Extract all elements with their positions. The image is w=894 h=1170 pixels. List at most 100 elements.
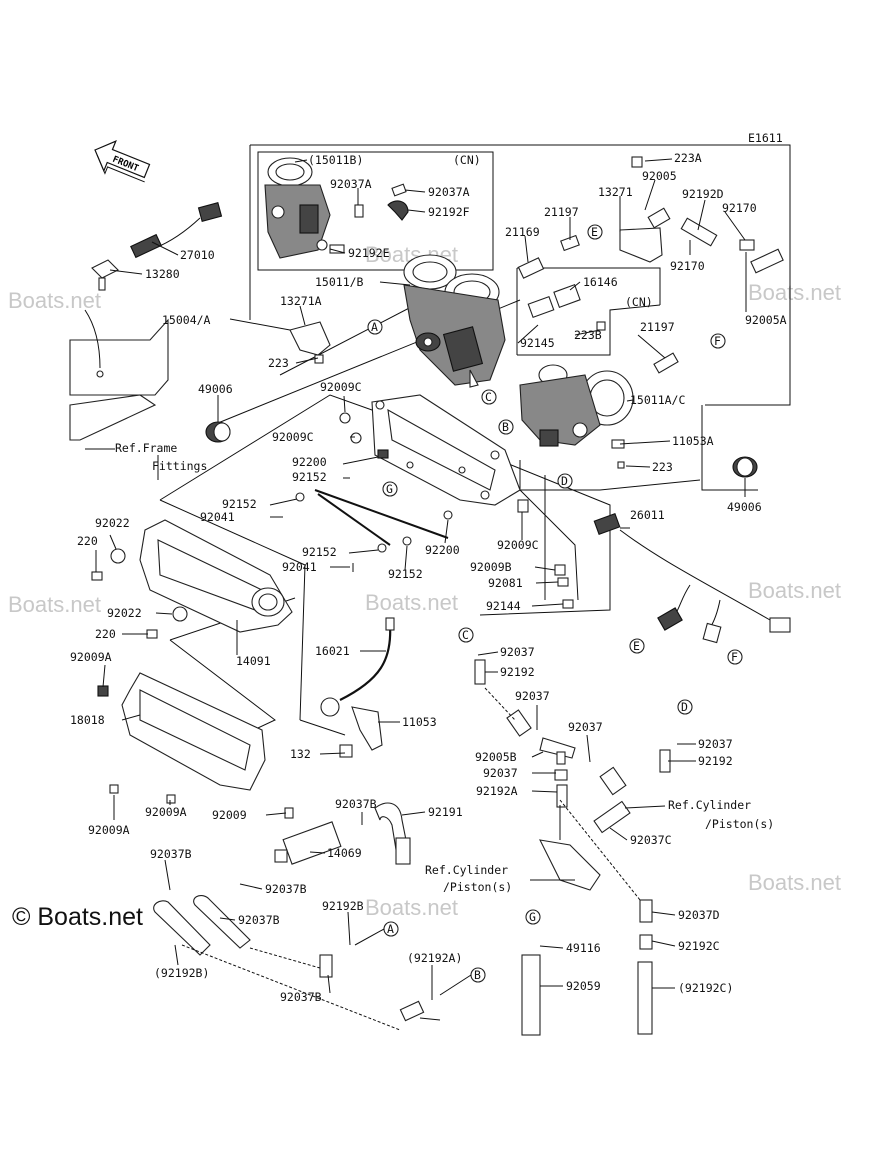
heat-shield-18018 bbox=[121, 672, 266, 791]
watermark: Boats.net bbox=[748, 578, 841, 603]
part-label: 92037 bbox=[483, 766, 518, 780]
part-label: 92081 bbox=[488, 576, 523, 590]
callout-f: F bbox=[731, 650, 738, 664]
part-label: 15011A/C bbox=[630, 393, 685, 407]
part-label: 92152 bbox=[388, 567, 423, 581]
part-label: 92009 bbox=[212, 808, 247, 822]
part-label: 92037A bbox=[330, 177, 372, 191]
part-label: 21197 bbox=[640, 320, 675, 334]
part-label: 49116 bbox=[566, 941, 601, 955]
diagram-code: E1611 bbox=[748, 131, 783, 145]
part-label: 92009A bbox=[70, 650, 112, 664]
part-label: 92192C bbox=[678, 939, 720, 953]
callout-a: A bbox=[387, 922, 394, 936]
harness-27010 bbox=[69, 201, 223, 441]
callout-a: A bbox=[371, 320, 378, 334]
part-label: Ref.Cylinder bbox=[425, 863, 508, 877]
intake-cover bbox=[371, 394, 521, 506]
part-label: 92037 bbox=[500, 645, 535, 659]
part-label: 92037 bbox=[698, 737, 733, 751]
part-label: (92192A) bbox=[407, 951, 462, 965]
part-label: 92037B bbox=[150, 847, 192, 861]
part-label: 16021 bbox=[315, 644, 350, 658]
part-label: 26011 bbox=[630, 508, 665, 522]
callout-circles: A B C D E F G E F C D G A B bbox=[367, 224, 743, 983]
callout-e: E bbox=[633, 639, 640, 653]
leader-lines bbox=[85, 158, 747, 1021]
part-label: (CN) bbox=[625, 295, 653, 309]
front-arrow-icon: FRONT bbox=[94, 140, 151, 183]
throttle-body bbox=[519, 364, 634, 447]
part-label: 220 bbox=[95, 627, 116, 641]
part-label: 27010 bbox=[180, 248, 215, 262]
part-label: 92037 bbox=[515, 689, 550, 703]
callout-g: G bbox=[529, 910, 536, 924]
part-label: 92005 bbox=[642, 169, 677, 183]
part-label: 92152 bbox=[222, 497, 257, 511]
part-label: 92009A bbox=[145, 805, 187, 819]
part-label: 220 bbox=[77, 534, 98, 548]
part-label: (92192B) bbox=[154, 966, 209, 980]
part-label: 92009C bbox=[272, 430, 314, 444]
callout-f: F bbox=[714, 334, 721, 348]
part-label: 92037B bbox=[335, 797, 377, 811]
watermark: Boats.net bbox=[8, 592, 101, 617]
part-labels: (15011B) (CN) 92037A 92037A 92192F 92192… bbox=[70, 151, 787, 1004]
watermark: Boats.net bbox=[365, 895, 458, 920]
part-label: 92037B bbox=[280, 990, 322, 1004]
part-label: 92009B bbox=[470, 560, 512, 574]
part-label: 92192D bbox=[682, 187, 724, 201]
carburetor-inset bbox=[264, 157, 409, 259]
part-label: 92037 bbox=[568, 720, 603, 734]
part-label: 92192A bbox=[476, 784, 518, 798]
part-label: 92009A bbox=[88, 823, 130, 837]
part-label: 92041 bbox=[200, 510, 235, 524]
callout-d: D bbox=[561, 474, 568, 488]
part-label: 92152 bbox=[302, 545, 337, 559]
part-label: 92037B bbox=[265, 882, 307, 896]
part-label: 14069 bbox=[327, 846, 362, 860]
part-label: 92192F bbox=[428, 205, 470, 219]
part-label: 14091 bbox=[236, 654, 271, 668]
part-label: 92192 bbox=[500, 665, 535, 679]
part-label: 92005B bbox=[475, 750, 517, 764]
part-label: (92192C) bbox=[678, 981, 733, 995]
part-label: 21169 bbox=[505, 225, 540, 239]
part-label: 92200 bbox=[292, 455, 327, 469]
part-label: 132 bbox=[290, 747, 311, 761]
brand-logo: © Boats.net bbox=[12, 903, 143, 931]
watermark: Boats.net bbox=[748, 280, 841, 305]
part-label: 21197 bbox=[544, 205, 579, 219]
part-label: 92152 bbox=[292, 470, 327, 484]
part-label: Ref.Frame bbox=[115, 441, 177, 455]
part-label: 223 bbox=[268, 356, 289, 370]
part-label: 92059 bbox=[566, 979, 601, 993]
part-label: 92041 bbox=[282, 560, 317, 574]
part-label: 18018 bbox=[70, 713, 105, 727]
part-label: 223 bbox=[652, 460, 673, 474]
callout-g: G bbox=[386, 482, 393, 496]
part-label: 92037C bbox=[630, 833, 672, 847]
part-label: 11053A bbox=[672, 434, 714, 448]
part-label: 92009C bbox=[320, 380, 362, 394]
part-label: 92192B bbox=[322, 899, 364, 913]
part-label: 13271 bbox=[598, 185, 633, 199]
callout-b: B bbox=[502, 420, 509, 434]
part-label: 92005A bbox=[745, 313, 787, 327]
part-label: Ref.Cylinder bbox=[668, 798, 751, 812]
part-label: 92170 bbox=[670, 259, 705, 273]
part-label: /Piston(s) bbox=[443, 880, 512, 894]
part-label: 15004/A bbox=[162, 313, 211, 327]
part-label: 92192 bbox=[698, 754, 733, 768]
part-label: /Piston(s) bbox=[705, 817, 774, 831]
callout-b: B bbox=[474, 968, 481, 982]
part-label: 11053 bbox=[402, 715, 437, 729]
part-label: 92037A bbox=[428, 185, 470, 199]
part-label: 13280 bbox=[145, 267, 180, 281]
part-label: 92170 bbox=[722, 201, 757, 215]
part-label: 92037D bbox=[678, 908, 720, 922]
watermark: Boats.net bbox=[748, 870, 841, 895]
part-label: 16146 bbox=[583, 275, 618, 289]
part-label: 92200 bbox=[425, 543, 460, 557]
